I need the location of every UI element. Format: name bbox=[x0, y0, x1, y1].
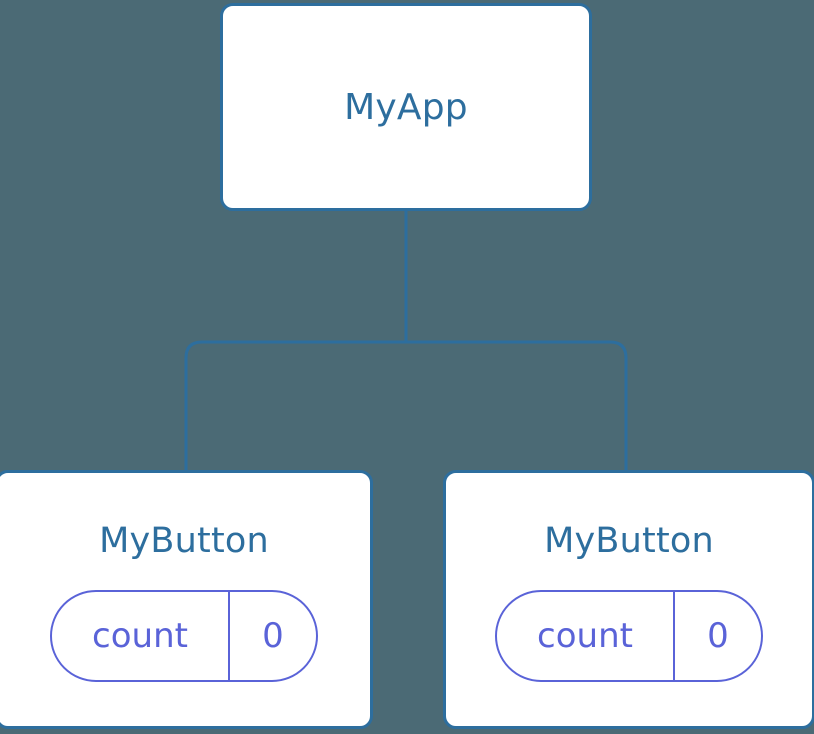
node-label-root: MyApp bbox=[344, 86, 468, 128]
tree-node-child-1[interactable]: MyButton count 0 bbox=[443, 470, 814, 729]
state-value-child-0[interactable]: 0 bbox=[262, 616, 284, 656]
tree-node-root[interactable]: MyApp bbox=[220, 3, 592, 211]
node-label-child-0: MyButton bbox=[99, 521, 269, 561]
node-label-child-1: MyButton bbox=[544, 521, 714, 561]
edge-root-to-child-0 bbox=[184, 340, 406, 472]
edge-root-to-child-1 bbox=[406, 340, 628, 472]
state-key-child-1: count bbox=[497, 592, 675, 680]
state-pill-child-1[interactable]: count 0 bbox=[495, 590, 763, 682]
state-value-child-1[interactable]: 0 bbox=[707, 616, 729, 656]
state-pill-child-0[interactable]: count 0 bbox=[50, 590, 318, 682]
state-key-child-0: count bbox=[52, 592, 230, 680]
tree-node-child-0[interactable]: MyButton count 0 bbox=[0, 470, 373, 729]
